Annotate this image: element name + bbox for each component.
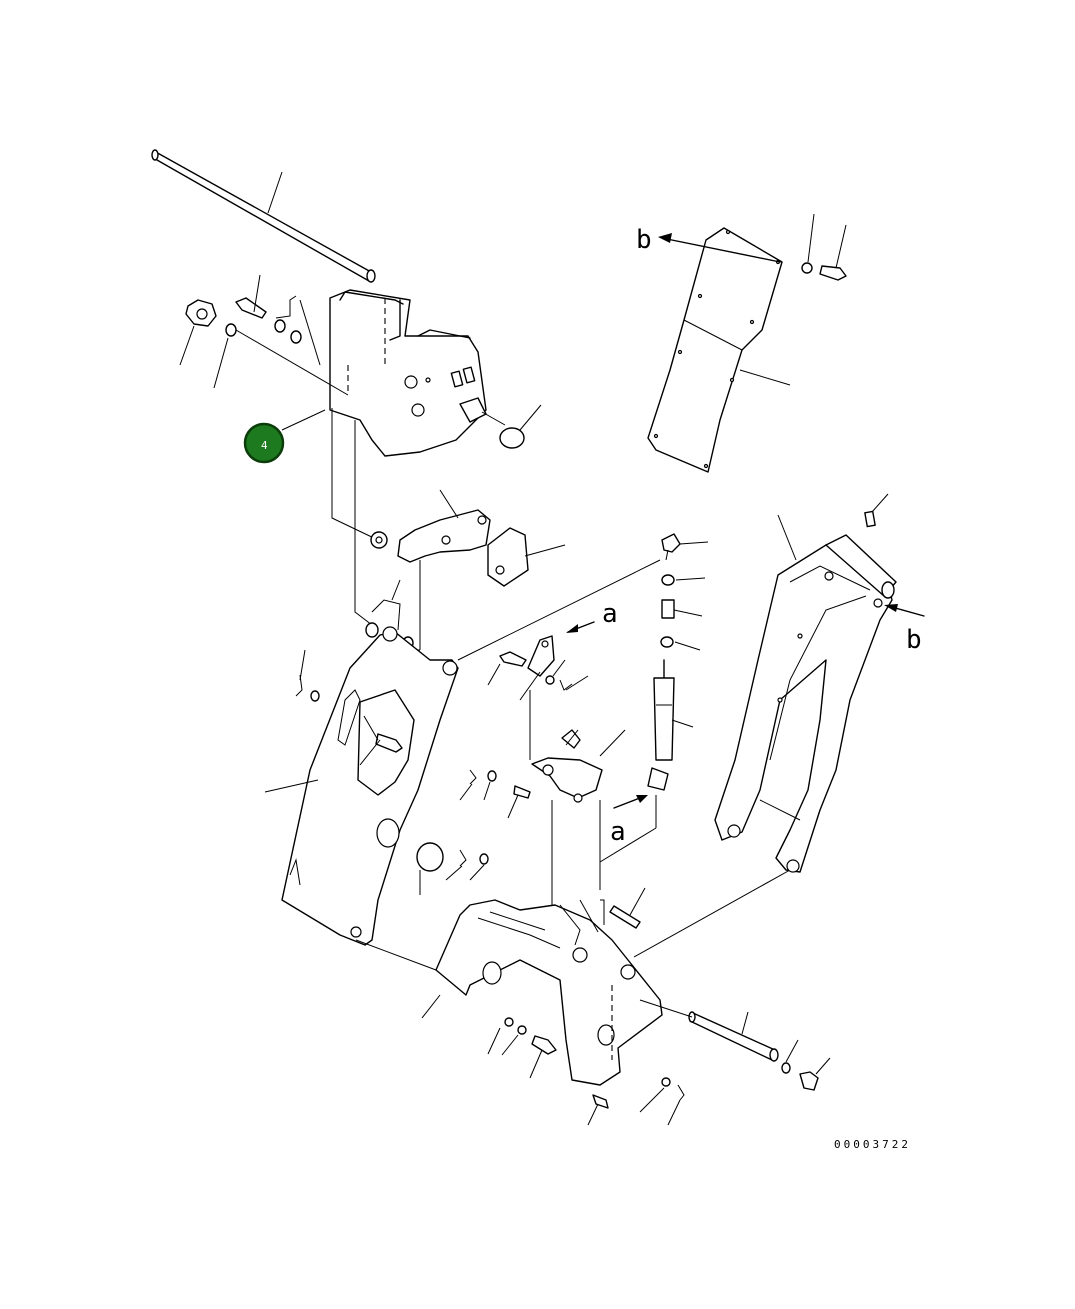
callout-marker[interactable]: 4 — [243, 409, 326, 464]
console-fasteners — [179, 274, 349, 396]
upper-console — [329, 289, 506, 457]
control-rod — [151, 149, 376, 283]
view-label-a-lower: a — [610, 817, 626, 847]
cap-plug — [499, 404, 542, 449]
center-linkage — [445, 635, 626, 895]
center-pin — [609, 887, 646, 929]
left-pins — [295, 649, 320, 702]
base-pedestal — [421, 899, 663, 1086]
right-frame — [714, 493, 897, 873]
cover-fasteners — [801, 213, 847, 281]
base-fasteners-bottom — [587, 1077, 685, 1126]
cover-plate — [647, 227, 791, 473]
view-marker-a-lower: a — [610, 795, 648, 847]
view-label-b-top: b — [636, 225, 652, 255]
gas-spring-assembly — [599, 533, 709, 863]
view-marker-b-right: b — [884, 604, 925, 655]
long-shaft — [639, 999, 831, 1091]
drawing-number: 00003722 — [834, 1138, 911, 1151]
left-column — [264, 626, 459, 946]
column-plug — [416, 842, 444, 895]
view-marker-a-upper: a — [566, 599, 618, 633]
callout-number: 4 — [261, 439, 268, 452]
middle-bracket — [370, 489, 566, 587]
view-label-b-right: b — [906, 625, 922, 655]
base-fasteners-left — [487, 1017, 557, 1079]
view-label-a-upper: a — [602, 599, 618, 629]
view-marker-b-top: b — [636, 225, 781, 263]
pivot-bolt — [359, 715, 403, 766]
